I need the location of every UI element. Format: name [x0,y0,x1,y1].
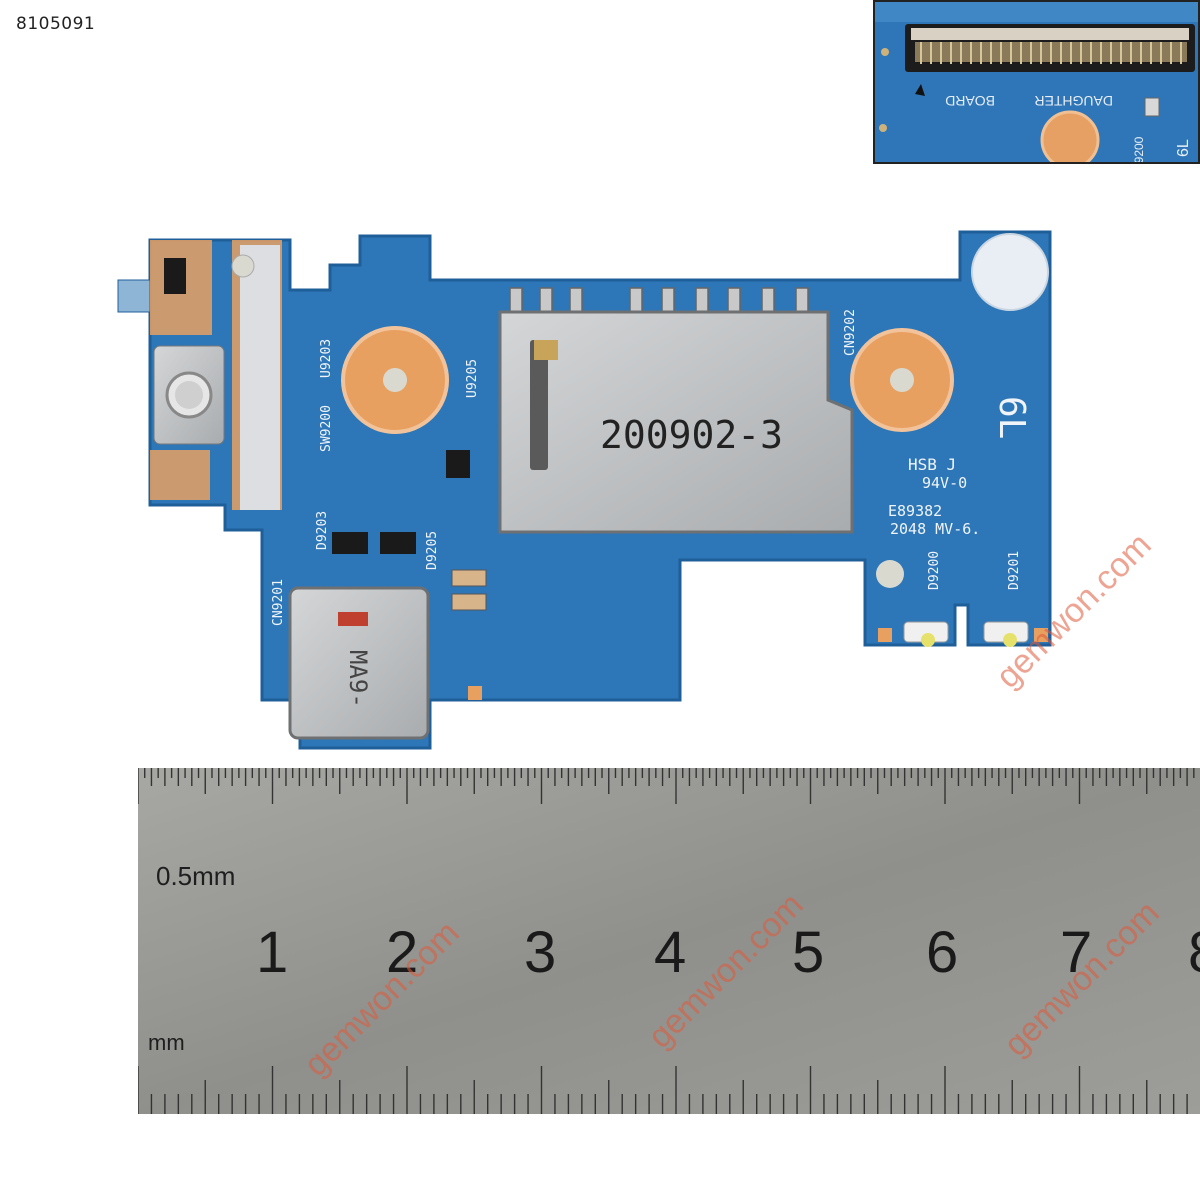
date-code: 2048 MV-6. [890,520,980,538]
maker-mark: HSB J [908,455,956,474]
ref-cn9201: CN9201 [271,579,286,626]
usb-c-connector [288,586,430,740]
ref-cn9202: CN9202 [843,309,858,356]
ruler-number-1: 1 [256,920,288,985]
ul-file-number: E89382 [888,502,942,520]
product-code: 8105091 [16,14,96,34]
usb-connector-text: MA9- [344,650,372,708]
ruler-unit-bottom: mm [148,1030,185,1055]
ruler-number-8: 8 [1188,920,1200,985]
ref-d9203: D9203 [315,511,330,550]
ref-u9205: U9205 [465,359,480,398]
ruler-number-4: 4 [654,920,686,985]
flammability-mark: 94V-0 [922,474,967,492]
ruler-number-7: 7 [1060,920,1092,985]
ruler-number-3: 3 [524,920,556,985]
ref-d9205: D9205 [425,531,440,570]
circuit-board-photo: 200902-3 MA9- SW9200 U9203 U9205 CN9202 … [117,230,1159,750]
inset-board-text: BOARD [945,93,995,109]
inset-daughter-text: DAUGHTER [1034,93,1113,109]
inset-closeup-image: BOARD DAUGHTER N9200 6L [875,2,1198,164]
ref-d9200: D9200 [927,551,942,590]
layer-mark: 6L [991,396,1032,439]
ref-sw9200: SW9200 [319,405,334,452]
ref-d9201: D9201 [1007,551,1022,590]
inset-closeup-photo: BOARD DAUGHTER N9200 6L [873,0,1200,164]
ruler-number-2: 2 [386,920,418,985]
steel-ruler: 0.5mm mm 1 2 3 4 5 6 7 8 gemwon.com gemw… [138,768,1200,1114]
card-slot-label: 200902-3 [600,413,783,457]
ruler-number-6: 6 [926,920,958,985]
inset-mark-text: 6L [1175,139,1192,157]
ruler-unit-top: 0.5mm [156,861,235,891]
ruler-number-5: 5 [792,920,824,985]
ref-u9203: U9203 [319,339,334,378]
inset-ref-text: N9200 [1132,136,1146,164]
sd-card-slot [498,310,854,534]
